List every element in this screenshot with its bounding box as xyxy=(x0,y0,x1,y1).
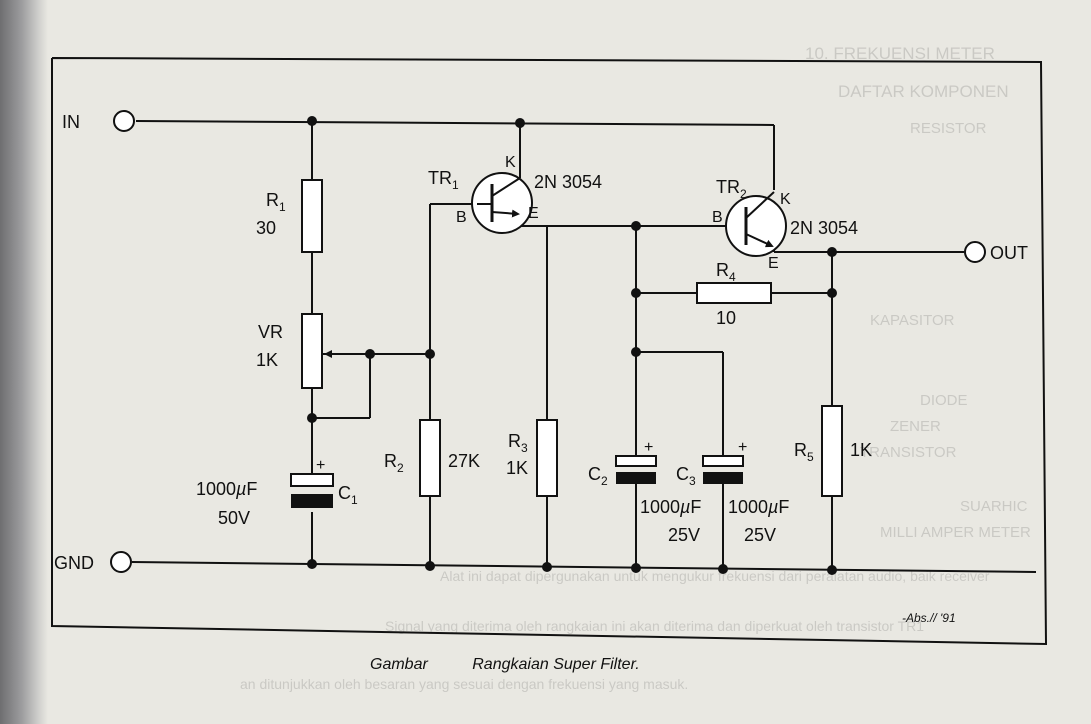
capacitor-c1 xyxy=(290,473,334,508)
resistor-r4 xyxy=(696,282,772,304)
tr2-b-label: B xyxy=(712,209,723,226)
tr1-b-label: B xyxy=(456,209,467,226)
out-terminal xyxy=(964,241,986,263)
ghost-paragraph: Alat ini dapat dipergunakan untuk menguk… xyxy=(440,568,990,584)
ghost-line: SUARHIC xyxy=(960,498,1028,515)
transistor-tr1 xyxy=(471,172,533,234)
tr2-part: 2N 3054 xyxy=(790,218,858,238)
ghost-line: RESISTOR xyxy=(910,120,987,137)
book-spine-shadow xyxy=(0,0,48,724)
tr1-k-label: K xyxy=(505,154,516,171)
c2-value: 1000µF xyxy=(640,497,701,517)
ghost-heading: 10. FREKUENSI METER xyxy=(805,44,995,63)
r2-name: R2 xyxy=(384,451,404,475)
c1-name: C1 xyxy=(338,483,358,507)
in-label: IN xyxy=(62,112,80,132)
r1-name: R1 xyxy=(266,190,286,214)
ghost-paragraph: an ditunjukkan oleh besaran yang sesuai … xyxy=(240,676,689,692)
c1-plus: + xyxy=(316,457,325,474)
r4-value: 10 xyxy=(716,308,736,328)
c3-name: C3 xyxy=(676,464,696,488)
capacitor-c2 xyxy=(615,455,657,484)
c2-plus: + xyxy=(644,439,653,456)
tr1-e-label: E xyxy=(528,205,539,222)
tr2-e-label: E xyxy=(768,255,779,272)
resistor-r1 xyxy=(301,179,323,253)
transistor-tr2 xyxy=(725,191,787,257)
gnd-label: GND xyxy=(54,553,94,573)
c1-voltage: 50V xyxy=(218,508,250,528)
vr-name: VR xyxy=(258,322,283,342)
gnd-terminal xyxy=(110,551,132,573)
ghost-line: MILLI AMPER METER xyxy=(880,524,1031,541)
resistor-r2 xyxy=(419,419,441,497)
tr1-name: TR1 xyxy=(428,168,459,192)
c2-voltage: 25V xyxy=(668,525,700,545)
ghost-line: KAPASITOR xyxy=(870,312,955,329)
r3-name: R3 xyxy=(508,431,528,455)
r2-value: 27K xyxy=(448,451,480,471)
caption-label: Gambar xyxy=(370,656,428,673)
tr1-part: 2N 3054 xyxy=(534,172,602,192)
tr2-name: TR2 xyxy=(716,177,747,201)
vr-value: 1K xyxy=(256,350,278,370)
r5-value: 1K xyxy=(850,440,872,460)
c3-voltage: 25V xyxy=(744,525,776,545)
r5-name: R5 xyxy=(794,440,814,464)
c3-plus: + xyxy=(738,439,747,456)
caption-title: Rangkaian Super Filter. xyxy=(472,656,640,673)
in-terminal xyxy=(113,110,135,132)
capacitor-c3 xyxy=(702,455,744,484)
c2-name: C2 xyxy=(588,464,608,488)
resistor-r5 xyxy=(821,405,843,497)
r3-value: 1K xyxy=(506,458,528,478)
ghost-subheading: DAFTAR KOMPONEN xyxy=(838,82,1009,101)
signature: -Abs.// '91 xyxy=(902,611,956,625)
out-label: OUT xyxy=(990,243,1028,263)
ghost-line: TRANSISTOR xyxy=(860,444,957,461)
figure-caption: Gambar Rangkaian Super Filter. xyxy=(370,656,640,674)
ghost-paragraph: Signal yang diterima oleh rangkaian ini … xyxy=(385,618,925,634)
resistor-r3 xyxy=(536,419,558,497)
junction-dots xyxy=(307,116,837,575)
potentiometer-vr xyxy=(301,313,323,389)
border-frame xyxy=(51,57,1048,646)
r1-value: 30 xyxy=(256,218,276,238)
c1-value: 1000µF xyxy=(196,479,257,499)
c3-value: 1000µF xyxy=(728,497,789,517)
tr2-k-label: K xyxy=(780,191,791,208)
wires xyxy=(131,120,1037,573)
r4-name: R4 xyxy=(716,260,736,284)
ghost-line: ZENER xyxy=(890,418,941,435)
ghost-line: DIODE xyxy=(920,392,968,409)
